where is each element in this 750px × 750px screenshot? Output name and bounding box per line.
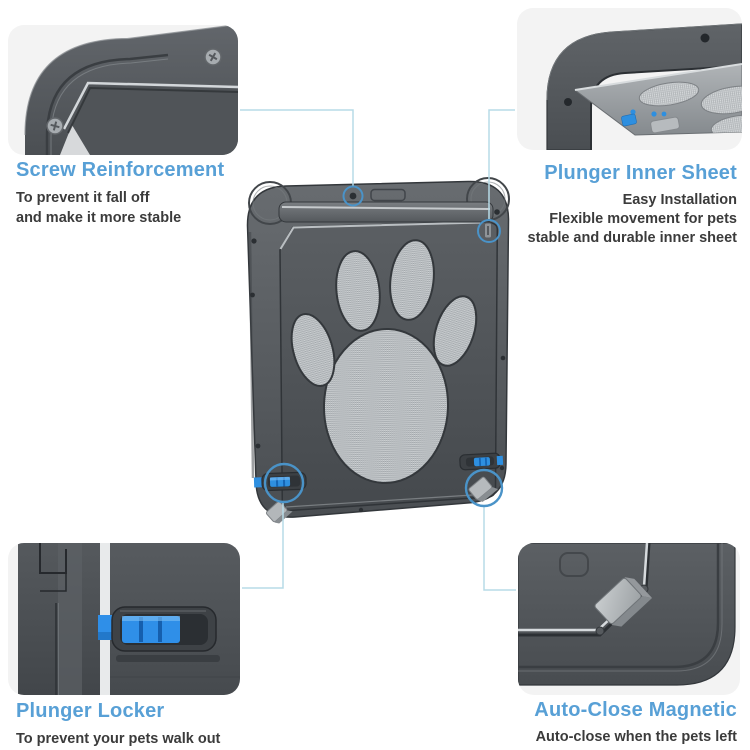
plunger-locker-closeup-art [18, 543, 240, 695]
callout-line: and make it more stable [16, 210, 182, 226]
callout-auto-close-magnetic: Auto-Close Magnetic Auto-close when the … [534, 699, 737, 747]
door-flap [279, 221, 499, 512]
callout-line: To prevent it fall off [16, 190, 150, 206]
highlight-circles [263, 185, 504, 508]
magnet-closeup-art [518, 543, 736, 686]
callout-plunger-inner-sheet: Plunger Inner Sheet Easy Installation Fl… [528, 162, 738, 248]
callout-line: Easy Installation [622, 192, 737, 208]
callout-body: Auto-close when the pets left [534, 728, 737, 747]
latch [650, 116, 680, 134]
callout-title: Screw Reinforcement [16, 159, 225, 181]
hinge-bar [278, 201, 494, 223]
inner-sheet-panel [573, 63, 742, 136]
screw-icon [46, 117, 64, 135]
callout-line: To prevent your pets walk out [16, 731, 221, 747]
screw-closeup-art [24, 25, 238, 155]
plunger-locker-left [253, 471, 307, 492]
magnet-block [594, 577, 653, 627]
callout-line: stable and durable inner sheet [527, 230, 738, 246]
inset-inner-sheet-closeup [517, 8, 742, 150]
inset-plunger-locker-closeup [8, 543, 240, 695]
callout-body: Easy Installation Flexible movement for … [528, 191, 738, 248]
callout-screw-reinforcement: Screw Reinforcement To prevent it fall o… [16, 159, 224, 228]
screw-icon [204, 48, 222, 66]
plunger-lock-mechanism [98, 606, 220, 662]
magnet-right [468, 476, 499, 502]
plunger-tab [621, 113, 637, 127]
callout-body: To prevent it fall off and make it more … [16, 188, 224, 228]
callout-title: Plunger Inner Sheet [544, 162, 737, 184]
leader-lines [240, 109, 516, 591]
screw-holes [250, 192, 506, 513]
callout-plunger-locker: Plunger Locker To prevent your pets walk… [16, 700, 220, 749]
inset-screw-closeup [8, 25, 238, 155]
callout-body: To prevent your pets walk out [16, 729, 220, 749]
frame-top-indent [370, 188, 406, 202]
plunger-pin [484, 222, 492, 239]
callout-title: Plunger Locker [16, 700, 165, 722]
callout-line: Flexible movement for pets [549, 211, 737, 227]
paw-print-mesh [290, 239, 478, 484]
callout-title: Auto-Close Magnetic [534, 699, 737, 721]
callout-line: Auto-close when the pets left [535, 729, 737, 745]
plunger-locker-right [459, 452, 504, 471]
inset-magnet-closeup [518, 543, 740, 695]
inner-sheet-closeup-art [546, 23, 742, 150]
